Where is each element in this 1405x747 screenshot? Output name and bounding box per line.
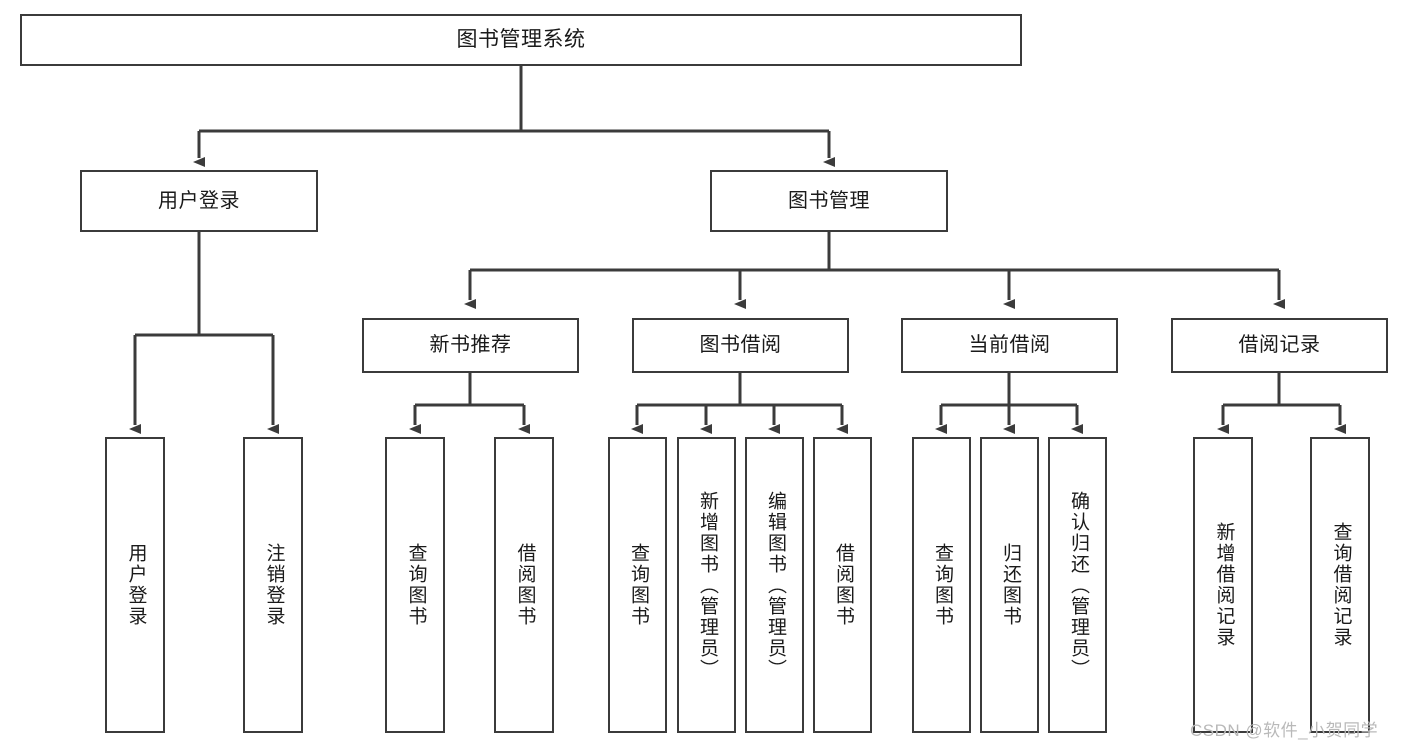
node-book-management[interactable]: 图书管理 <box>710 170 948 232</box>
node-user-login-label: 用户登录 <box>158 189 240 212</box>
leaf-current-borrow-query-label: 查询图书 <box>931 543 953 627</box>
node-borrow-record-label: 借阅记录 <box>1238 334 1321 357</box>
leaf-new-book-query[interactable]: 查询图书 <box>385 437 445 733</box>
node-book-management-label: 图书管理 <box>788 189 870 212</box>
leaf-user-login-signin[interactable]: 用户登录 <box>105 437 165 733</box>
leaf-current-borrow-confirm-label: 确认归还（管理员） <box>1067 490 1089 680</box>
node-new-book-recommend-label: 新书推荐 <box>429 334 512 357</box>
node-current-borrow-label: 当前借阅 <box>968 334 1051 357</box>
leaf-current-borrow-return[interactable]: 归还图书 <box>980 437 1039 733</box>
leaf-current-borrow-query[interactable]: 查询图书 <box>912 437 971 733</box>
leaf-borrow-record-query-label: 查询借阅记录 <box>1330 522 1352 648</box>
leaf-book-borrow-query-label: 查询图书 <box>627 543 649 627</box>
node-current-borrow[interactable]: 当前借阅 <box>901 318 1118 373</box>
leaf-book-borrow-add-label: 新增图书（管理员） <box>696 490 718 680</box>
node-new-book-recommend[interactable]: 新书推荐 <box>362 318 579 373</box>
node-root-system[interactable]: 图书管理系统 <box>20 14 1022 66</box>
node-user-login[interactable]: 用户登录 <box>80 170 318 232</box>
leaf-book-borrow-lend-label: 借阅图书 <box>832 543 854 627</box>
leaf-user-login-signin-label: 用户登录 <box>125 543 147 627</box>
leaf-borrow-record-add[interactable]: 新增借阅记录 <box>1193 437 1253 733</box>
leaf-book-borrow-query[interactable]: 查询图书 <box>608 437 667 733</box>
leaf-book-borrow-add[interactable]: 新增图书（管理员） <box>677 437 736 733</box>
leaf-new-book-borrow-label: 借阅图书 <box>514 543 536 627</box>
leaf-current-borrow-confirm[interactable]: 确认归还（管理员） <box>1048 437 1107 733</box>
node-borrow-record[interactable]: 借阅记录 <box>1171 318 1388 373</box>
leaf-current-borrow-return-label: 归还图书 <box>999 543 1021 627</box>
leaf-book-borrow-edit[interactable]: 编辑图书（管理员） <box>745 437 804 733</box>
leaf-user-login-signout-label: 注销登录 <box>263 543 285 627</box>
node-root-system-label: 图书管理系统 <box>456 28 586 52</box>
leaf-borrow-record-query[interactable]: 查询借阅记录 <box>1310 437 1370 733</box>
node-book-borrow[interactable]: 图书借阅 <box>632 318 849 373</box>
node-book-borrow-label: 图书借阅 <box>699 334 782 357</box>
leaf-borrow-record-add-label: 新增借阅记录 <box>1213 522 1235 648</box>
leaf-user-login-signout[interactable]: 注销登录 <box>243 437 303 733</box>
leaf-new-book-borrow[interactable]: 借阅图书 <box>494 437 554 733</box>
leaf-book-borrow-lend[interactable]: 借阅图书 <box>813 437 872 733</box>
leaf-new-book-query-label: 查询图书 <box>405 543 427 627</box>
leaf-book-borrow-edit-label: 编辑图书（管理员） <box>764 490 786 680</box>
